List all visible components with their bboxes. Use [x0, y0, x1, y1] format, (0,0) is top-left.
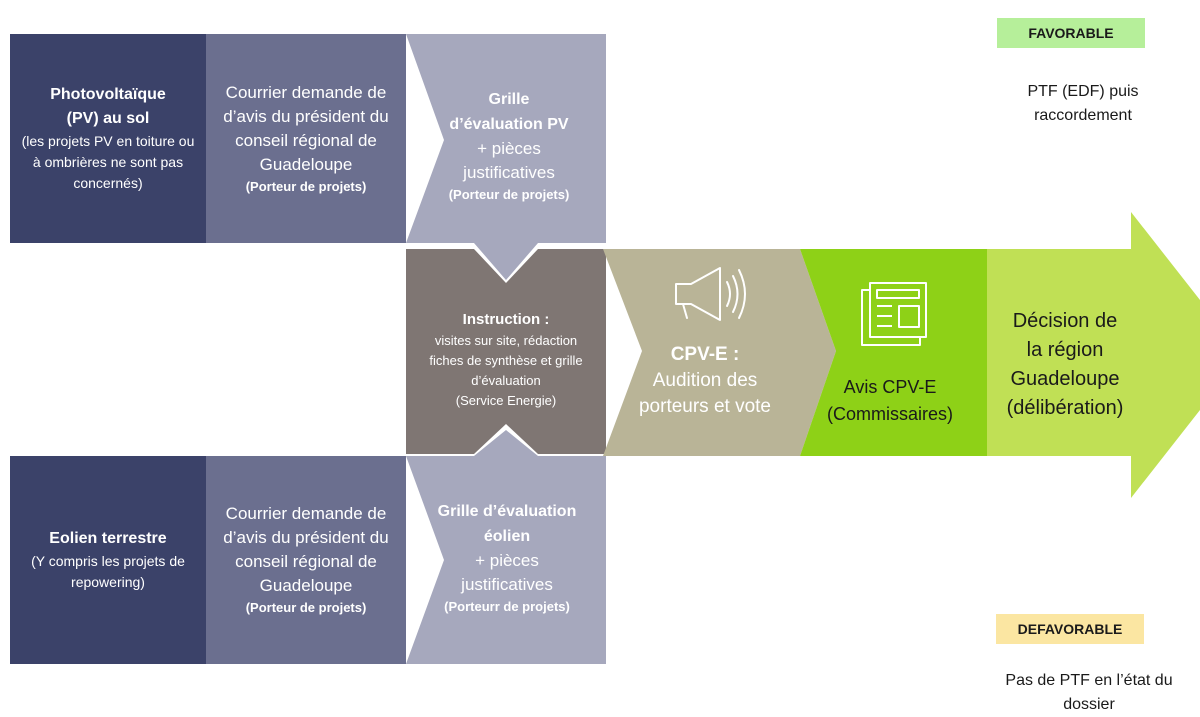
favorable-badge: FAVORABLE: [997, 18, 1145, 48]
instruction-service: (Service Energie): [455, 393, 557, 408]
eolien-project-note: (Y compris les projets de repowering): [31, 553, 185, 590]
cpve-title: CPV-E :: [670, 344, 740, 365]
favorable-outcome: PTF (EDF) puis raccordement: [1027, 83, 1139, 124]
instruction-shape: [406, 249, 606, 454]
cpve-text: CPV-E : Audition des porteurs et vote: [612, 336, 798, 426]
eolien-project-box: Eolien terrestre (Y compris les projets …: [10, 456, 206, 664]
instruction-text: Instruction : visites sur site, rédactio…: [418, 285, 594, 435]
defavorable-badge: DEFAVORABLE: [996, 614, 1144, 644]
pv-courrier-box: Courrier demande de d’avis du président …: [206, 34, 406, 243]
pv-courrier-porteur: (Porteur de projets): [245, 178, 367, 194]
eolien-grille-pieces: + pièces justificatives: [461, 551, 553, 594]
pv-courrier-text: Courrier demande de d’avis du président …: [223, 82, 389, 174]
eolien-courrier-text: Courrier demande de d’avis du président …: [223, 504, 389, 595]
eolien-grille-porteur: (Porteurr de projets): [444, 599, 570, 614]
newspaper-icon: [861, 282, 927, 346]
pv-grille-shape: [406, 34, 606, 280]
decision-label: Décision de la région Guadeloupe (délibé…: [1006, 310, 1124, 419]
pv-grille-porteur: (Porteur de projets): [448, 187, 570, 202]
avis-shape: [800, 249, 990, 456]
instruction-body: visites sur site, rédaction fiches de sy…: [429, 333, 583, 388]
cpve-shape: [603, 249, 836, 456]
defavorable-outcome: Pas de PTF en l’état du dossier: [1005, 672, 1173, 713]
decision-arrow: [987, 212, 1200, 498]
pv-grille-text: Grille d’évaluation PV + pièces justific…: [412, 76, 606, 216]
cpve-body: Audition des porteurs et vote: [638, 370, 772, 417]
eolien-grille-title: Grille d’évaluation éolien: [437, 503, 577, 545]
eolien-project-title: Eolien terrestre: [49, 530, 167, 547]
favorable-label: FAVORABLE: [1028, 25, 1114, 41]
avis-text: Avis CPV-E (Commissaires): [800, 368, 980, 434]
instruction-title: Instruction :: [462, 311, 550, 328]
pv-grille-title: Grille d’évaluation PV: [449, 91, 569, 133]
megaphone-icon: [675, 267, 746, 321]
pv-project-note: (les projets PV en toiture ou à ombrière…: [21, 133, 195, 191]
defavorable-label: DEFAVORABLE: [1017, 621, 1123, 637]
eolien-courrier-porteur: (Porteur de projets): [245, 600, 367, 615]
eolien-grille-text: Grille d’évaluation éolien + pièces just…: [408, 490, 606, 626]
pv-project-title: Photovoltaïque (PV) au sol: [50, 86, 166, 127]
eolien-grille-shape: [406, 430, 606, 664]
pv-grille-pieces: + pièces justificatives: [463, 139, 555, 182]
eolien-courrier-box: Courrier demande de d’avis du président …: [206, 456, 406, 664]
pv-project-box: Photovoltaïque (PV) au sol (les projets …: [10, 34, 206, 243]
avis-label: Avis CPV-E (Commissaires): [827, 377, 953, 424]
decision-text: Décision de la région Guadeloupe (délibé…: [990, 300, 1140, 430]
